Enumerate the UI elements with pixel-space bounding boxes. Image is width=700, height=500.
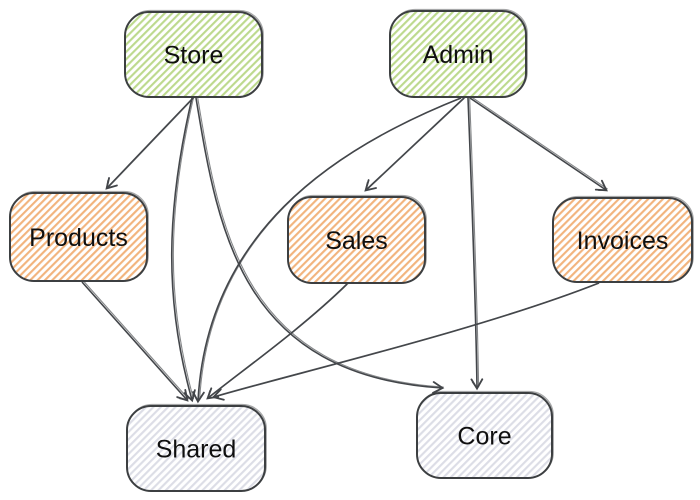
node-products: Products (9, 190, 149, 282)
node-label-products: Products (29, 224, 128, 252)
node-invoices: Invoices (552, 195, 694, 283)
node-admin: Admin (389, 8, 528, 98)
node-shared: Shared (126, 403, 267, 492)
node-store: Store (124, 9, 264, 98)
edge-admin-shared (192, 96, 463, 404)
edges-layer (81, 96, 608, 404)
node-sales: Sales (287, 194, 427, 284)
node-core: Core (416, 390, 554, 479)
edge-invoices-shared (211, 281, 601, 401)
edge-admin-invoices (469, 96, 608, 192)
node-label-shared: Shared (156, 436, 237, 464)
node-label-core: Core (457, 423, 511, 451)
edge-store-core (195, 97, 445, 394)
edge-store-products (105, 96, 195, 190)
edge-store-shared (170, 96, 196, 403)
edge-admin-sales (364, 96, 466, 192)
edge-admin-core (467, 97, 484, 391)
node-label-admin: Admin (423, 41, 494, 69)
node-label-invoices: Invoices (577, 227, 669, 255)
node-label-store: Store (164, 42, 224, 70)
edge-products-shared (81, 280, 190, 402)
edge-sales-shared (206, 282, 349, 400)
node-label-sales: Sales (325, 227, 388, 255)
